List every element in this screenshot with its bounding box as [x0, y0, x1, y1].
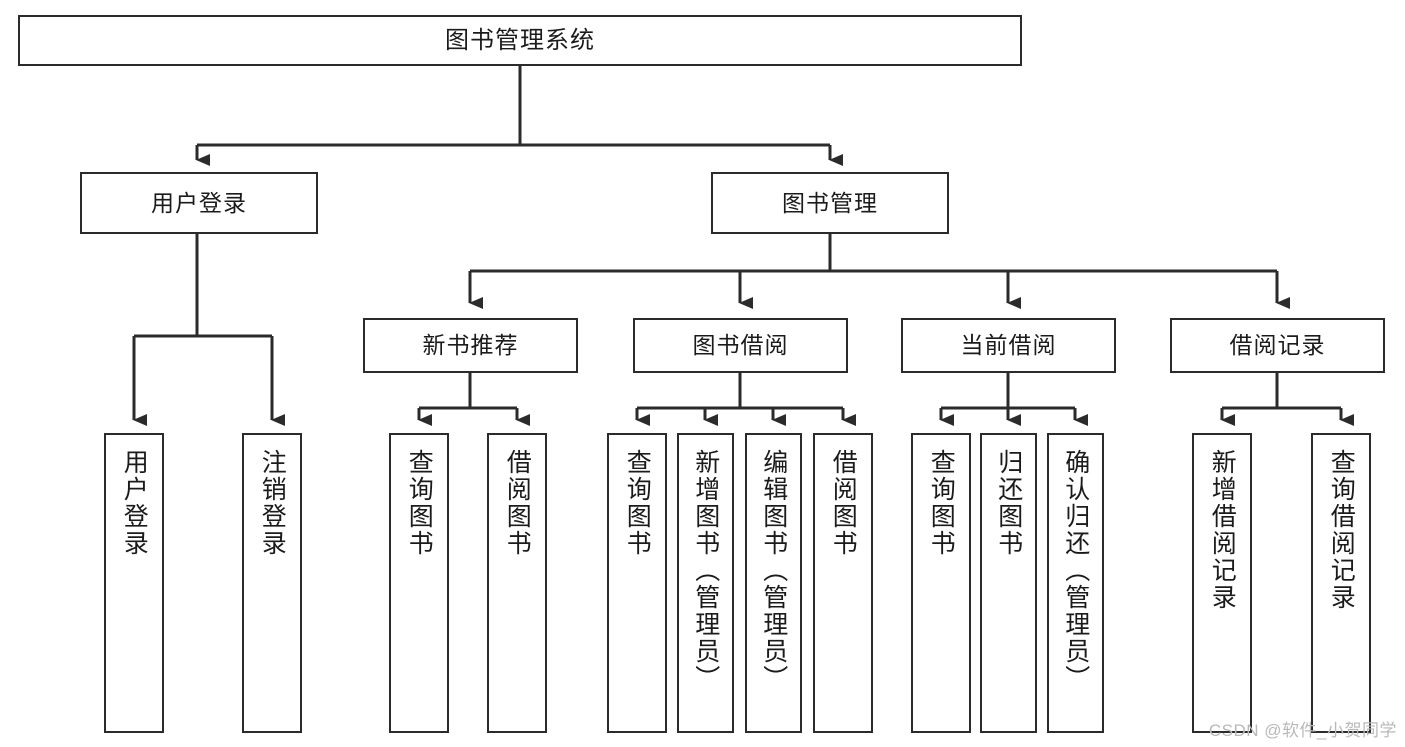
node-label: 当前借阅 [960, 332, 1057, 358]
watermark-text: CSDN @软件_小贺同学 [1208, 721, 1397, 740]
node-label: 查询借阅记录 [1327, 449, 1356, 611]
node-leaf-query-book-recommend[interactable]: 查询图书 [389, 433, 449, 733]
node-label: 图书管理 [782, 189, 878, 216]
node-leaf-query-book-current[interactable]: 查询图书 [911, 433, 971, 733]
node-leaf-confirm-return-admin[interactable]: 确认归还（管理员） [1047, 433, 1104, 733]
node-label: 借阅记录 [1229, 332, 1326, 358]
node-label: 图书管理系统 [445, 26, 595, 54]
node-label: 编辑图书（管理员） [759, 449, 788, 692]
node-leaf-query-book-borrow[interactable]: 查询图书 [607, 433, 667, 733]
node-label: 注销登录 [258, 449, 287, 557]
node-label: 借阅图书 [829, 449, 858, 557]
node-root-book-management-system[interactable]: 图书管理系统 [18, 15, 1022, 66]
node-label: 用户登录 [120, 449, 149, 557]
node-leaf-add-book-admin[interactable]: 新增图书（管理员） [677, 433, 734, 733]
node-label: 新书推荐 [422, 332, 519, 358]
node-user-login[interactable]: 用户登录 [80, 172, 318, 234]
node-label: 新增借阅记录 [1208, 449, 1237, 611]
node-leaf-logout[interactable]: 注销登录 [242, 433, 302, 733]
node-leaf-borrow-book[interactable]: 借阅图书 [813, 433, 873, 733]
node-book-management[interactable]: 图书管理 [711, 172, 949, 234]
node-label: 借阅图书 [503, 449, 532, 557]
node-borrow-record[interactable]: 借阅记录 [1170, 318, 1385, 373]
node-leaf-edit-book-admin[interactable]: 编辑图书（管理员） [745, 433, 802, 733]
node-leaf-query-borrow-record[interactable]: 查询借阅记录 [1311, 433, 1371, 733]
node-label: 查询图书 [927, 449, 956, 557]
node-current-borrow[interactable]: 当前借阅 [901, 318, 1116, 373]
node-label: 确认归还（管理员） [1061, 449, 1090, 692]
node-label: 图书借阅 [692, 332, 789, 358]
node-leaf-return-book[interactable]: 归还图书 [980, 433, 1037, 733]
node-book-borrow[interactable]: 图书借阅 [633, 318, 848, 373]
node-leaf-add-borrow-record[interactable]: 新增借阅记录 [1192, 433, 1252, 733]
node-new-book-recommendation[interactable]: 新书推荐 [363, 318, 578, 373]
node-label: 新增图书（管理员） [691, 449, 720, 692]
node-label: 用户登录 [151, 189, 247, 216]
node-leaf-borrow-book-recommend[interactable]: 借阅图书 [487, 433, 547, 733]
node-leaf-user-login[interactable]: 用户登录 [104, 433, 164, 733]
node-label: 归还图书 [994, 449, 1023, 557]
node-label: 查询图书 [405, 449, 434, 557]
node-label: 查询图书 [623, 449, 652, 557]
